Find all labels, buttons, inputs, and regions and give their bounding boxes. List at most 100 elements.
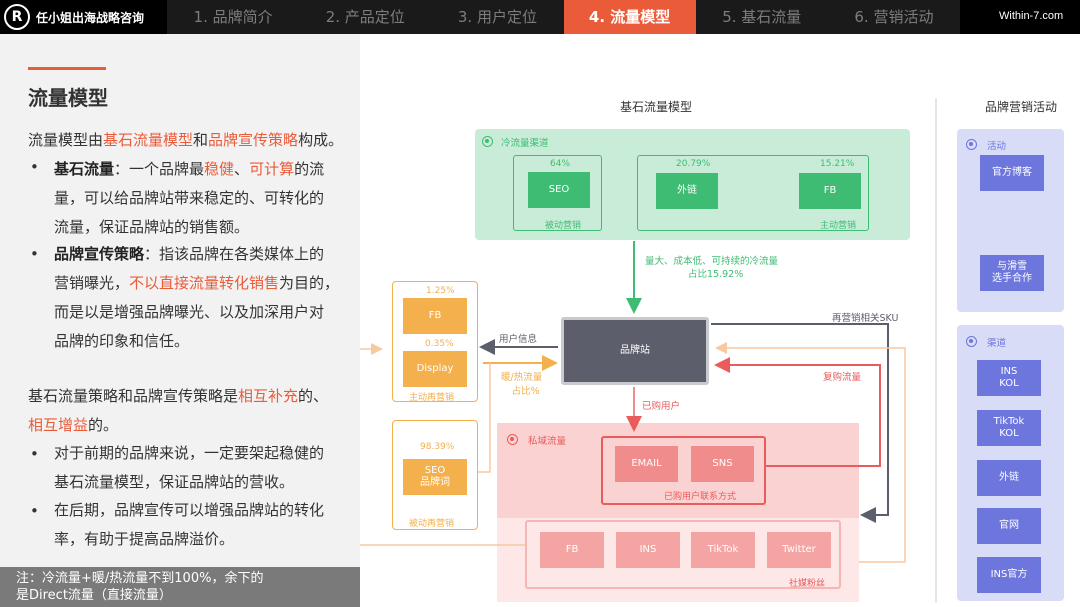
official-blog-node: 官方博客 xyxy=(980,155,1044,191)
bullet-later-stage: 在后期，品牌宣传可以增强品牌站的转化 率，有助于提高品牌溢价。 xyxy=(54,496,324,554)
passive-marketing-group xyxy=(513,155,602,231)
para-highlight: 相互补充 xyxy=(238,387,299,405)
seo-brand-node: SEO 品牌词 xyxy=(403,459,467,495)
bullet-text: ：指该品牌在各类媒体上的 xyxy=(144,245,325,263)
tab-user-positioning[interactable]: 3. 用户定位 xyxy=(457,8,537,26)
radio-icon xyxy=(507,434,518,445)
marketing-title: 品牌营销活动 xyxy=(985,100,1058,114)
bullet-text: 而是以是增强品牌曝光、以及加深用户对 xyxy=(54,303,325,321)
diagram-title: 基石流量模型 xyxy=(620,100,693,114)
email-node: EMAIL xyxy=(615,446,678,482)
tab-traffic-model[interactable]: 4. 流量模型 xyxy=(563,0,696,34)
bullet-text: 为目的， xyxy=(279,274,340,292)
tab-base-traffic[interactable]: 5. 基石流量 xyxy=(722,8,802,26)
backlink-channel-node: 外链 xyxy=(977,460,1041,496)
passive-remarketing-label: 被动再营销 xyxy=(409,519,455,529)
intro-highlight-brand: 品牌宣传策略 xyxy=(208,131,299,149)
ins-social-node: INS xyxy=(616,532,680,568)
bullet-text: 率，有助于提高品牌溢价。 xyxy=(54,530,235,548)
bullet-brand-strategy: 品牌宣传策略：指该品牌在各类媒体上的 营销曝光，不以直接流量转化销售为目的， 而… xyxy=(54,240,339,356)
footnote-line: 注：冷流量+暖/热流量不到100%，余下的 xyxy=(16,571,264,586)
bullet-highlight: 稳健 xyxy=(204,160,235,178)
bullet-text: 营销曝光， xyxy=(54,274,130,292)
fb-remarketing-pct: 1.25% xyxy=(426,286,455,296)
bullet-term: 品牌宣传策略 xyxy=(54,245,145,263)
column-divider xyxy=(935,98,937,603)
logo-icon: R xyxy=(4,4,30,30)
passive-remarketing-group xyxy=(392,420,478,530)
radio-icon xyxy=(966,336,977,347)
seo-node: SEO xyxy=(528,172,590,208)
fb-cold-node: FB xyxy=(799,173,861,209)
left-text-panel xyxy=(0,34,360,607)
intro-text: 流量模型由 xyxy=(28,131,104,149)
para-highlight: 相互增益 xyxy=(28,416,89,434)
ins-kol-node: INS KOL xyxy=(977,360,1041,396)
fb-remarketing-node: FB xyxy=(403,298,467,334)
intro-text: 和 xyxy=(193,131,209,149)
bullet-term: 基石流量 xyxy=(54,160,115,178)
purchased-users-label: 已购用户 xyxy=(642,401,681,412)
warm-flow-label: 暖/热流量 占比% xyxy=(501,369,542,397)
contact-group-label: 已购用户联系方式 xyxy=(664,492,737,502)
bullet: • xyxy=(30,445,39,463)
tab-brand-intro[interactable]: 1. 品牌简介 xyxy=(193,8,273,26)
para-text: 基石流量策略和品牌宣传策略是 xyxy=(28,387,239,405)
page-title: 流量模型 xyxy=(28,86,108,110)
radio-icon xyxy=(482,136,493,147)
cold-flow-share: 占比15.92% xyxy=(688,269,744,280)
bullet-early-stage: 对于前期的品牌来说，一定要架起稳健的 基石流量模型，保证品牌站的营收。 xyxy=(54,439,324,497)
bullet-highlight: 不以直接流量转化销售 xyxy=(129,274,280,292)
bullet-text: 、 xyxy=(234,160,250,178)
bullet-text: 在后期，品牌宣传可以增强品牌站的转化 xyxy=(54,501,325,519)
social-group-label: 社媒粉丝 xyxy=(789,579,826,589)
fb-cold-pct: 15.21% xyxy=(820,159,855,169)
passive-marketing-label: 被动营销 xyxy=(545,221,582,231)
twitter-social-node: Twitter xyxy=(767,532,831,568)
bullet-highlight: 可计算 xyxy=(249,160,295,178)
active-remarketing-label: 主动再营销 xyxy=(409,393,455,403)
para-text: 的。 xyxy=(88,416,119,434)
bullet: • xyxy=(30,158,39,176)
radio-icon xyxy=(966,139,977,150)
bullet-base-traffic: 基石流量：一个品牌最稳健、可计算的流 量，可以给品牌站带来稳定的、可转化的 流量… xyxy=(54,155,324,242)
backlink-pct: 20.79% xyxy=(676,159,711,169)
tab-product-positioning[interactable]: 2. 产品定位 xyxy=(325,8,405,26)
para-text: 的、 xyxy=(298,387,329,405)
fb-social-node: FB xyxy=(540,532,604,568)
official-site-node: 官网 xyxy=(977,508,1041,544)
seo-pct: 64% xyxy=(550,159,571,169)
sku-label: 再营销相关SKU xyxy=(832,313,899,324)
complement-paragraph: 基石流量策略和品牌宣传策略是相互补充的、 相互增益的。 xyxy=(28,382,328,440)
pale-seo-line xyxy=(478,363,491,473)
active-remarketing-group xyxy=(392,281,478,402)
bullet-text: ：一个品牌最 xyxy=(114,160,205,178)
repurchase-label: 复购流量 xyxy=(823,372,862,383)
active-marketing-label: 主动营销 xyxy=(820,221,857,231)
ski-athlete-node: 与滑雪 选手合作 xyxy=(980,255,1044,291)
section-tabs: 1. 品牌简介 2. 产品定位 3. 用户定位 4. 流量模型 5. 基石流量 … xyxy=(167,0,960,34)
top-nav-bar: R 任小姐出海战略咨询 1. 品牌简介 2. 产品定位 3. 用户定位 4. 流… xyxy=(0,0,1080,34)
private-zone-label: 私域流量 xyxy=(528,436,567,447)
sns-node: SNS xyxy=(691,446,754,482)
tab-marketing-activities[interactable]: 6. 营销活动 xyxy=(854,8,934,26)
warm-flow-line: 暖/热流量 xyxy=(501,372,543,383)
bullet: • xyxy=(30,502,39,520)
ins-official-node: INS官方 xyxy=(977,557,1041,593)
footnote: 注：冷流量+暖/热流量不到100%，余下的 是Direct流量（直接流量） xyxy=(0,567,360,607)
warm-flow-share: 占比% xyxy=(511,386,540,397)
backlink-node: 外链 xyxy=(656,173,718,209)
title-accent-bar xyxy=(28,67,106,70)
display-pct: 0.35% xyxy=(425,339,454,349)
brand-name: 任小姐出海战略咨询 xyxy=(36,11,145,25)
tiktok-social-node: TikTok xyxy=(691,532,755,568)
bullet: • xyxy=(30,245,39,263)
events-label: 活动 xyxy=(987,141,1007,152)
active-marketing-group xyxy=(637,155,869,231)
intro-paragraph: 流量模型由基石流量模型和品牌宣传策略构成。 xyxy=(28,126,343,155)
seo-brand-pct: 98.39% xyxy=(420,442,455,452)
brand-site-hub: 品牌站 xyxy=(561,317,709,385)
channels-label: 渠道 xyxy=(987,338,1007,349)
bullet-text: 流量，保证品牌站的销售额。 xyxy=(54,218,250,236)
site-url[interactable]: Within-7.com xyxy=(999,10,1064,22)
